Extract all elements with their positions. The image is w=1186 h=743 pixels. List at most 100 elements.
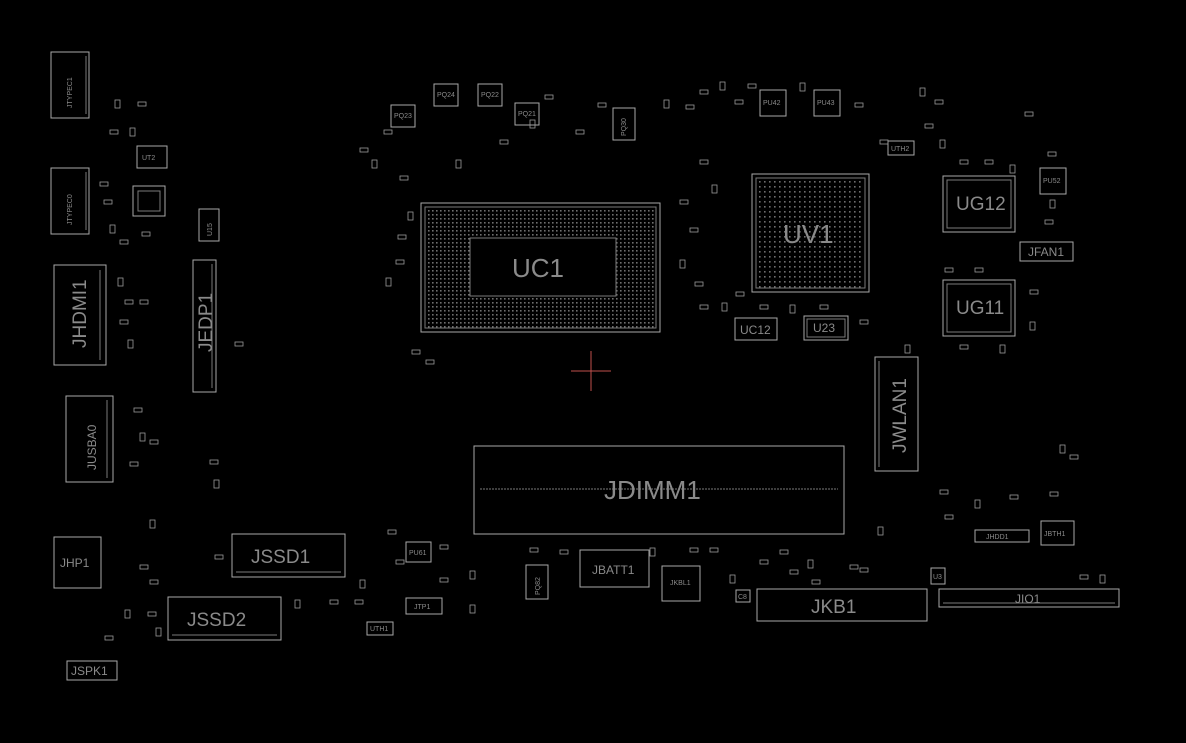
cap-c8[interactable]: C8 xyxy=(735,589,751,603)
bga-ball xyxy=(799,206,801,208)
chip-uc12[interactable]: UC12 xyxy=(734,317,778,341)
connector-jusba0[interactable]: JUSBA0 xyxy=(65,395,114,483)
bga-ball xyxy=(819,241,821,243)
bga-ball xyxy=(444,226,446,228)
bga-ball xyxy=(849,196,851,198)
chip-ut2[interactable]: UT2 xyxy=(136,145,168,169)
bga-ball xyxy=(524,314,526,316)
bga-ball xyxy=(644,314,646,316)
bga-ball xyxy=(556,302,558,304)
connector-jtypec1[interactable]: JTYPEC1 xyxy=(50,51,90,119)
connector-jedp1[interactable]: JEDP1 xyxy=(192,259,217,393)
connector-jfan1[interactable]: JFAN1 xyxy=(1019,241,1074,262)
passive-pad xyxy=(859,567,869,573)
connector-jwlan1[interactable]: JWLAN1 xyxy=(874,356,919,472)
chip-uv1[interactable]: UV1 xyxy=(751,173,870,293)
chip-u15[interactable]: U15 xyxy=(198,208,220,242)
chip-uc1[interactable]: UC1 xyxy=(420,202,661,333)
bga-ball xyxy=(636,262,638,264)
bga-ball xyxy=(564,222,566,224)
bga-ball xyxy=(779,216,781,218)
bga-ball xyxy=(829,266,831,268)
bga-ball xyxy=(564,214,566,216)
chip-pq22[interactable]: PQ22 xyxy=(477,83,503,107)
bga-ball xyxy=(560,234,562,236)
bga-ball xyxy=(764,196,766,198)
bga-ball xyxy=(444,238,446,240)
chip-pq30[interactable]: PQ30 xyxy=(612,107,636,141)
chip-ug12[interactable]: UG12 xyxy=(942,175,1016,233)
bga-ball xyxy=(460,318,462,320)
bga-ball xyxy=(548,210,550,212)
bga-ball xyxy=(789,191,791,193)
connector-jhp1[interactable]: JHP1 xyxy=(53,536,102,589)
connector-jtp1[interactable]: JTP1 xyxy=(405,597,443,615)
bga-ball xyxy=(572,230,574,232)
bga-ball xyxy=(648,286,650,288)
chip-u23[interactable]: U23 xyxy=(803,315,849,341)
label-pu61: PU61 xyxy=(409,550,427,557)
bga-ball xyxy=(488,302,490,304)
bga-ball xyxy=(460,238,462,240)
chip-pu42[interactable]: PU42 xyxy=(759,89,787,117)
chip-pu43[interactable]: PU43 xyxy=(813,89,841,117)
bga-ball xyxy=(640,222,642,224)
bga-ball xyxy=(428,322,430,324)
bga-ball xyxy=(432,318,434,320)
bga-ball xyxy=(468,242,470,244)
bga-ball xyxy=(560,302,562,304)
chip-pu61[interactable]: PU61 xyxy=(405,541,432,563)
bga-ball xyxy=(516,306,518,308)
bga-ball xyxy=(774,281,776,283)
bga-ball xyxy=(468,238,470,240)
chip-u3[interactable]: U3 xyxy=(930,567,946,585)
bga-ball xyxy=(436,238,438,240)
connector-jbatt1[interactable]: JBATT1 xyxy=(579,549,650,588)
bga-ball xyxy=(448,226,450,228)
chip-pq24[interactable]: PQ24 xyxy=(433,83,459,107)
bga-ball xyxy=(532,310,534,312)
bga-ball xyxy=(436,294,438,296)
connector-jhdd1[interactable]: JHDD1 xyxy=(974,529,1030,543)
connector-jdimm1[interactable]: JDIMM1 xyxy=(473,445,845,535)
bga-ball xyxy=(616,214,618,216)
bga-ball xyxy=(774,246,776,248)
connector-jssd2[interactable]: JSSD2 xyxy=(167,596,282,641)
bga-ball xyxy=(612,298,614,300)
chip-pq23[interactable]: PQ23 xyxy=(390,104,416,128)
bga-ball xyxy=(774,221,776,223)
chip-ug11[interactable]: UG11 xyxy=(942,279,1016,337)
bga-ball xyxy=(436,250,438,252)
connector-jhdmi1[interactable]: JHDMI1 xyxy=(53,264,107,366)
chip-ut2-bga[interactable] xyxy=(132,185,166,217)
connector-jkb1[interactable]: JKB1 xyxy=(756,588,928,622)
bga-ball xyxy=(769,251,771,253)
connector-jbth1[interactable]: JBTH1 xyxy=(1040,520,1075,546)
bga-ball xyxy=(428,270,430,272)
bga-ball xyxy=(524,326,526,328)
passive-pad xyxy=(729,574,736,584)
bga-ball xyxy=(604,306,606,308)
bga-ball xyxy=(444,262,446,264)
bga-ball xyxy=(588,234,590,236)
connector-jtypec0[interactable]: JTYPEC0 xyxy=(50,167,90,235)
bga-ball xyxy=(644,258,646,260)
bga-ball xyxy=(616,266,618,268)
connector-jio1[interactable]: JIO1 xyxy=(938,588,1120,608)
connector-jspk1[interactable]: JSPK1 xyxy=(66,660,118,681)
connector-jkbl1[interactable]: JKBL1 xyxy=(661,565,701,602)
passive-pad xyxy=(939,489,949,495)
bga-ball xyxy=(504,230,506,232)
chip-pq21[interactable]: PQ21 xyxy=(514,102,540,126)
chip-pu52[interactable]: PU52 xyxy=(1039,167,1067,195)
chip-pq82[interactable]: PQ82 xyxy=(525,564,549,600)
bga-ball xyxy=(456,218,458,220)
chip-uth2[interactable]: UTH2 xyxy=(887,140,915,156)
bga-ball xyxy=(644,306,646,308)
passive-pad xyxy=(141,231,151,237)
bga-ball xyxy=(552,226,554,228)
bga-ball xyxy=(844,281,846,283)
bga-ball xyxy=(444,302,446,304)
connector-jssd1[interactable]: JSSD1 xyxy=(231,533,346,578)
chip-uth1[interactable]: UTH1 xyxy=(366,621,394,636)
